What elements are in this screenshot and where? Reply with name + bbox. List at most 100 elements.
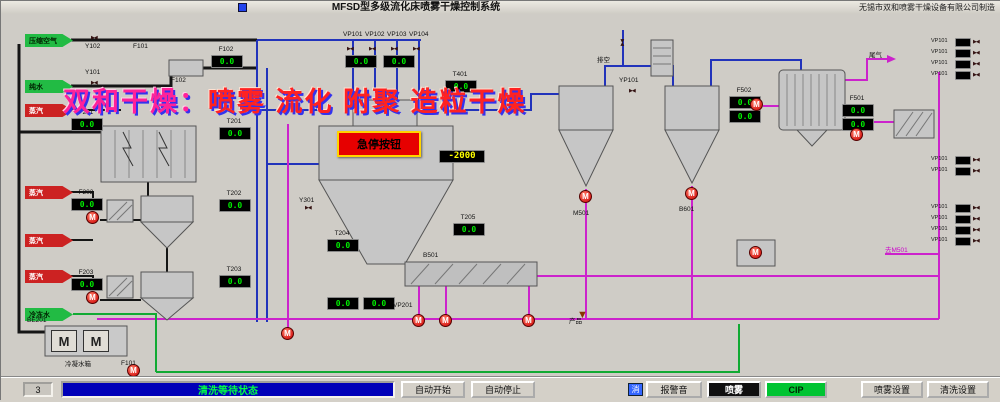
pump-valve-9[interactable]: M <box>522 314 535 327</box>
pump-valve-6[interactable]: M <box>850 128 863 141</box>
pump-valve-4[interactable]: M <box>685 187 698 200</box>
value-display-n13: 0.0 <box>327 297 359 310</box>
value-display-n16: 0.0 <box>729 110 761 123</box>
display-label-F102: F102 <box>218 46 234 53</box>
emergency-stop-button[interactable]: 急停按钮 <box>337 131 421 157</box>
valve-icon-2[interactable]: ▶◀ <box>369 46 376 52</box>
inlet-arrow-3: 蒸汽 <box>25 104 73 117</box>
value-display-T204: 0.0 <box>327 239 359 252</box>
air-filter-f102 <box>168 59 204 77</box>
pump-valve-5[interactable]: M <box>750 98 763 111</box>
pipe-blue <box>256 30 802 322</box>
value-display-F201: 0.0 <box>71 118 103 131</box>
vp-stack-display <box>955 60 971 69</box>
pump-valve-7[interactable]: M <box>412 314 425 327</box>
vp-stack-label: VP101 <box>931 60 948 66</box>
value-display-n10: -2000 <box>439 150 485 163</box>
label-冷凝水箱: 冷凝水箱 <box>65 361 91 368</box>
vp-stack-label: VP101 <box>931 38 948 44</box>
pump-valve-11[interactable]: M <box>749 246 762 259</box>
valve-icon-1[interactable]: ▶◀ <box>347 46 354 52</box>
page-indicator[interactable]: 3 <box>23 382 53 397</box>
cyclone-stage2-cone <box>139 221 195 249</box>
vp-stack-valve-1-1[interactable]: ▶◀ <box>973 168 980 174</box>
inlet-arrow-4: 蒸汽 <box>25 186 73 199</box>
label-M501: M501 <box>573 210 590 217</box>
vp-stack-display <box>955 71 971 80</box>
pump-valve-10[interactable]: M <box>281 327 294 340</box>
label-F102: F102 <box>171 77 186 84</box>
vp-stack-display <box>955 38 971 47</box>
vp-stack-valve-0-2[interactable]: ▶◀ <box>973 61 980 67</box>
filter-elements <box>114 130 186 178</box>
pump-valve-2[interactable]: M <box>86 291 99 304</box>
exhaust-fan-box <box>736 239 776 267</box>
vp-stack-valve-0-1[interactable]: ▶◀ <box>973 50 980 56</box>
pump-valve-1[interactable]: M <box>86 211 99 224</box>
heater-stage2 <box>106 199 134 223</box>
vp-stack-valve-2-3[interactable]: ▶◀ <box>973 238 980 244</box>
inlet-arrow-2: 纯水 <box>25 80 73 93</box>
pump-valve-12[interactable]: M <box>127 364 140 377</box>
auto-start-button[interactable]: 自动开始 <box>401 381 465 398</box>
bag-filter <box>100 125 197 183</box>
pipe-green <box>73 313 740 373</box>
display-label-F501: F501 <box>849 95 865 102</box>
vp-stack-valve-1-0[interactable]: ▶◀ <box>973 157 980 163</box>
display-label-T202: T202 <box>226 190 242 197</box>
auto-stop-button[interactable]: 自动停止 <box>471 381 535 398</box>
clean-settings-button[interactable]: 清洗设置 <box>927 381 989 398</box>
vp-stack-display <box>955 226 971 235</box>
vp-stack-valve-2-1[interactable]: ▶◀ <box>973 216 980 222</box>
valve-icon-9[interactable]: ▶◀ <box>618 39 625 45</box>
vp-stack-display <box>955 204 971 213</box>
lightning-icon <box>122 131 134 167</box>
vp-stack-label: VP101 <box>931 226 948 232</box>
display-label-F201: F201 <box>78 109 94 116</box>
vp-stack-label: VP101 <box>931 167 948 173</box>
label-尾气: 尾气 <box>869 52 882 59</box>
vp-stack-display <box>955 167 971 176</box>
vp-stack-valve-2-0[interactable]: ▶◀ <box>973 205 980 211</box>
label-排空: 排空 <box>597 57 610 64</box>
valve-icon-7[interactable]: ▶◀ <box>305 205 312 211</box>
alarm-sound-button[interactable]: 报警音 <box>646 381 702 398</box>
status-display: 清洗等待状态 <box>61 381 395 398</box>
value-display-T205: 0.0 <box>453 223 485 236</box>
label-VP101: VP101 <box>343 31 363 38</box>
lightning-icon <box>158 131 170 167</box>
pump-valve-3[interactable]: M <box>579 190 592 203</box>
condenser-tubes <box>786 74 836 126</box>
value-display-n14: 0.0 <box>363 297 395 310</box>
pump-valve-8[interactable]: M <box>439 314 452 327</box>
valve-icon-4[interactable]: ▶◀ <box>413 46 420 52</box>
display-label-F202: F202 <box>78 189 94 196</box>
valve-icon-6[interactable]: ▶◀ <box>91 80 98 86</box>
label-VP201: VP201 <box>393 302 413 309</box>
vp-stack-label: VP101 <box>931 71 948 77</box>
cip-button[interactable]: CIP <box>765 381 827 398</box>
title-bar: MFSD型多级流化床喷雾干燥控制系统 无锡市双和喷雾干燥设备有限公司制造 <box>1 1 1000 15</box>
label-Y301: Y301 <box>299 197 315 204</box>
spray-button[interactable]: 喷雾 <box>707 381 761 398</box>
valve-icon-5[interactable]: ▶◀ <box>91 35 98 41</box>
vp-stack-valve-0-0[interactable]: ▶◀ <box>973 39 980 45</box>
condenser-cone <box>795 129 829 147</box>
vp-stack-label: VP101 <box>931 215 948 221</box>
value-display-T203: 0.0 <box>219 275 251 288</box>
app-icon <box>238 3 247 12</box>
label-产品: 产品 <box>569 318 582 325</box>
vp-stack-valve-2-2[interactable]: ▶◀ <box>973 227 980 233</box>
vp-stack-valve-0-3[interactable]: ▶◀ <box>973 72 980 78</box>
spray-settings-button[interactable]: 喷雾设置 <box>861 381 923 398</box>
manufacturer-text: 无锡市双和喷雾干燥设备有限公司制造 <box>859 3 995 12</box>
cyclone-m501-cone <box>558 129 614 188</box>
vp-stack-display <box>955 156 971 165</box>
mute-alarm-toggle[interactable]: 消 <box>628 383 643 396</box>
valve-icon-8[interactable]: ▶◀ <box>629 88 636 94</box>
value-display-T401: 0.0 <box>445 80 477 93</box>
display-label-T204: T204 <box>334 230 350 237</box>
valve-icon-3[interactable]: ▶◀ <box>391 46 398 52</box>
